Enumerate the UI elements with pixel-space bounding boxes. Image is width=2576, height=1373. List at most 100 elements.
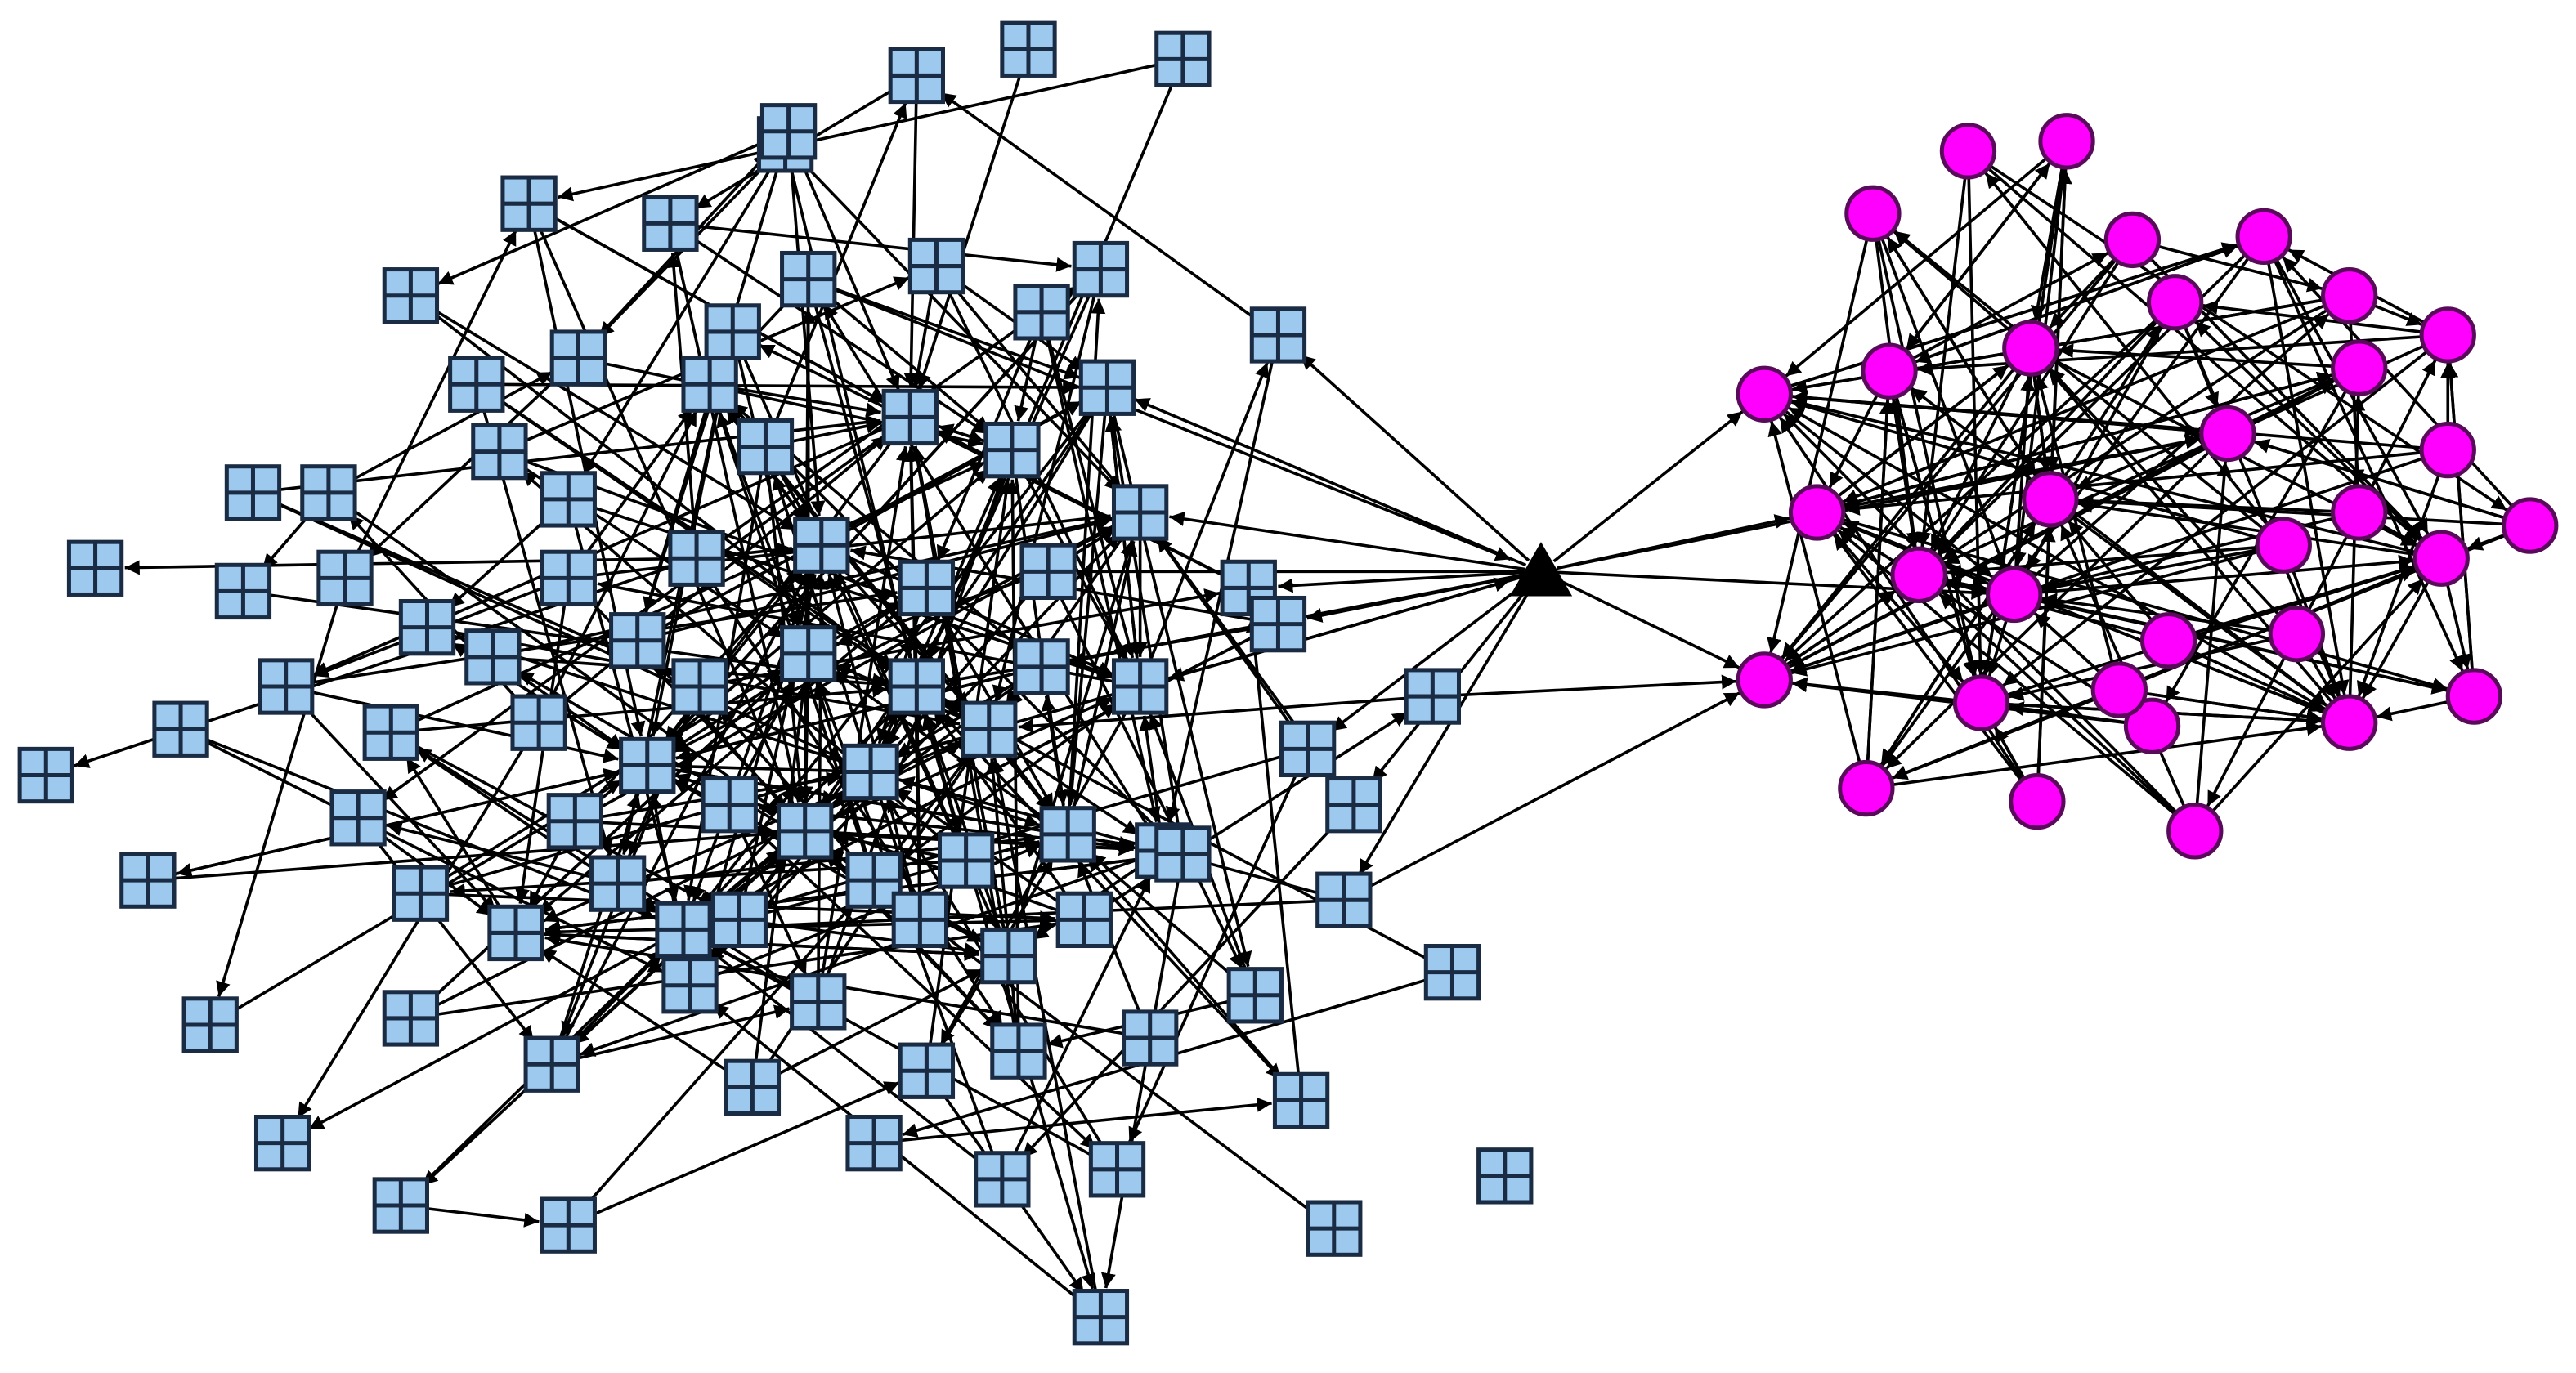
circle-node-17 [2502, 497, 2559, 554]
edge-arrow-220 [307, 936, 670, 1131]
edge-arrow-279 [545, 919, 1068, 940]
edge-arrow-405 [1829, 364, 2009, 504]
square-node-2 [888, 47, 946, 105]
edge-arrow-146 [1145, 361, 1270, 672]
square-node-87 [891, 891, 949, 949]
edge-arrow-473 [1866, 399, 1895, 772]
edge-arrow-463 [1788, 406, 2336, 716]
square-node-59 [392, 865, 450, 922]
edge-arrow-441 [2183, 646, 2325, 713]
circle-node-21 [1986, 566, 2043, 624]
edge-arrow-469 [2444, 362, 2475, 681]
edge-arrow-424 [1947, 544, 2268, 579]
square-node-58 [119, 852, 177, 909]
edge-arrow-271 [788, 147, 826, 517]
square-node-0 [1000, 20, 1057, 78]
square-node-29 [668, 530, 725, 587]
square-node-54 [1325, 776, 1382, 834]
circle-node-0 [1939, 123, 1997, 180]
edge-arrow-411 [2206, 526, 2354, 807]
square-node-23 [1111, 484, 1169, 541]
circle-node-29 [1838, 759, 1895, 817]
edge-arrow-400 [1832, 515, 2448, 692]
square-node-92 [990, 1022, 1047, 1080]
square-node-17 [881, 388, 939, 446]
square-node-62 [1315, 871, 1373, 928]
edge-arrow-208 [386, 821, 603, 881]
edge-arrow-451 [1776, 589, 1897, 673]
edge-arrow-315 [342, 370, 553, 486]
square-node-46 [619, 736, 676, 794]
square-node-52 [329, 789, 387, 847]
edge-arrow-394 [1844, 449, 2432, 516]
square-node-5 [642, 195, 699, 252]
edge-arrow-334 [2048, 250, 2122, 329]
square-node-64 [655, 901, 712, 959]
edge-arrow-145 [939, 700, 1134, 1046]
edge-arrow-178 [734, 819, 808, 976]
edge-arrow-466 [2041, 596, 2459, 695]
square-node-15 [681, 356, 738, 413]
square-node-38 [671, 658, 728, 715]
square-node-73 [724, 1058, 782, 1116]
edge-arrow-490 [2033, 612, 2108, 680]
edge-arrow-237 [1089, 852, 1244, 986]
edge-arrow-0 [916, 64, 1025, 390]
square-node-6 [382, 267, 440, 324]
edge-arrow-326 [1785, 150, 2055, 378]
edge-arrow-51 [725, 385, 881, 418]
circle-node-31 [2166, 803, 2224, 860]
square-node-26 [214, 562, 272, 620]
square-node-61 [845, 852, 903, 909]
edge-arrow-505 [822, 284, 1512, 561]
edge-arrow-311 [427, 919, 1055, 1017]
edge-arrow-482 [1938, 593, 2184, 821]
circle-node-20 [1890, 546, 1947, 604]
edge-arrow-486 [1782, 413, 2184, 821]
square-node-39 [1013, 638, 1070, 695]
edge-arrow-269 [793, 145, 900, 391]
circle-node-11 [1736, 365, 1793, 423]
circle-node-15 [1788, 484, 1846, 541]
square-node-63 [487, 904, 544, 962]
circle-node-4 [2235, 208, 2292, 266]
edge-arrow-56 [1064, 404, 1108, 805]
circle-node-12 [2199, 405, 2256, 463]
edge-arrow-226 [1011, 540, 1135, 941]
edge-arrow-353 [1842, 300, 2335, 503]
edge-arrow-37 [939, 92, 1266, 327]
edge-arrow-250 [540, 947, 740, 1080]
square-node-10 [1013, 284, 1070, 341]
circle-node-1 [2038, 113, 2095, 170]
edge-arrow-259 [578, 901, 856, 1214]
edge-arrow-338 [1933, 253, 2126, 552]
edge-arrow-191 [831, 669, 1055, 826]
square-node-72 [898, 1042, 956, 1099]
square-node-93 [382, 990, 440, 1047]
edge-arrow-255 [889, 1097, 1272, 1143]
edge-arrow-5 [795, 155, 1121, 493]
square-node-48 [1404, 668, 1462, 725]
square-node-34 [1249, 595, 1307, 653]
edge-arrow-468 [2376, 698, 2459, 722]
square-node-33 [398, 598, 456, 656]
square-node-85 [1154, 825, 1212, 883]
edge-arrow-15 [672, 239, 803, 803]
edge-arrow-69 [781, 418, 882, 445]
edge-arrow-18 [945, 277, 1122, 491]
edge-arrow-270 [437, 136, 774, 285]
edge-arrow-211 [886, 702, 1118, 872]
edge-arrow-420 [1893, 230, 2272, 536]
square-node-27 [316, 549, 374, 607]
square-node-22 [224, 464, 282, 521]
edge-arrow-426 [2077, 498, 2426, 558]
edge-arrow-437 [1790, 598, 2000, 673]
edge-arrow-358 [1916, 334, 2432, 376]
edge-arrow-35 [1014, 328, 1040, 422]
square-node-86 [1055, 891, 1113, 949]
edge-arrow-192 [1041, 695, 1067, 819]
square-node-82 [1306, 1200, 1363, 1257]
edge-arrow-261 [706, 946, 991, 1170]
edge-arrow-174 [711, 752, 1292, 925]
edge-arrow-453 [1996, 564, 2416, 700]
